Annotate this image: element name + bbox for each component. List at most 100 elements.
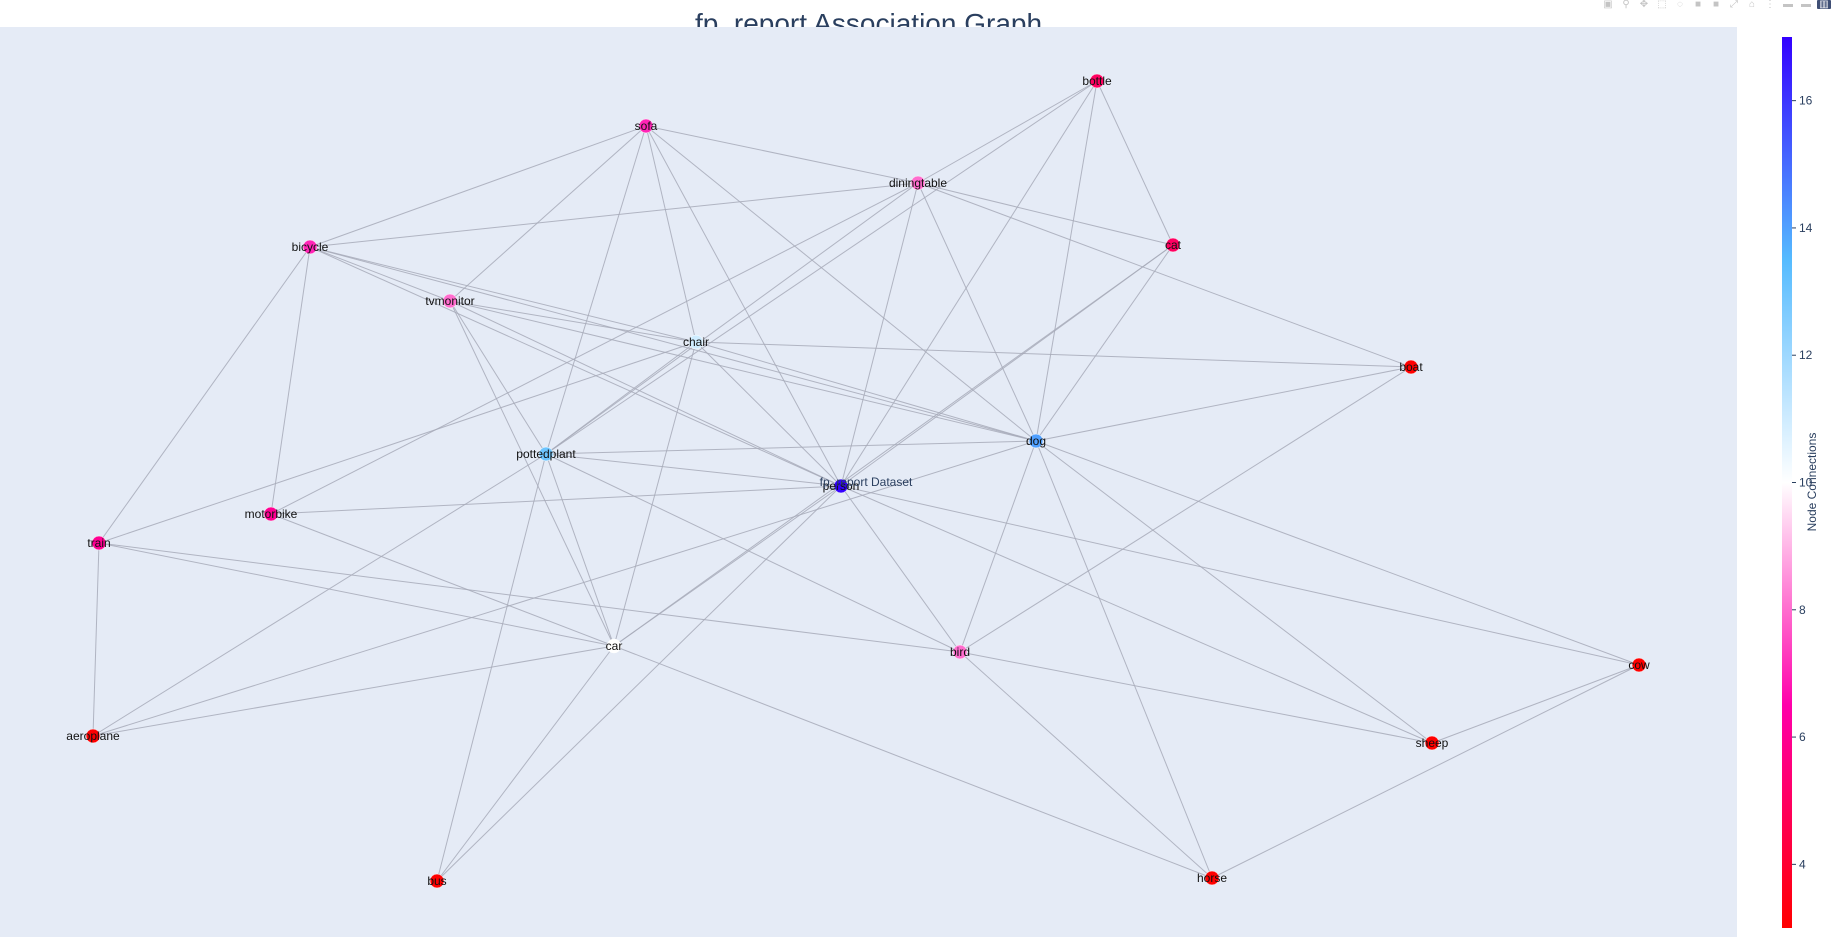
edge-person-sheep [840, 485, 1433, 744]
zoom-icon[interactable]: ⚲ [1622, 0, 1630, 10]
node-aeroplane[interactable]: aeroplane [66, 728, 120, 744]
node-label-car: car [606, 639, 623, 653]
edge-person-bus [436, 485, 842, 882]
node-marker-chair[interactable] [688, 334, 704, 350]
node-label-bus: bus [427, 874, 446, 888]
node-marker-cow[interactable] [1631, 657, 1647, 673]
node-label-bottle: bottle [1082, 74, 1112, 88]
pan-icon[interactable]: ✥ [1639, 0, 1649, 10]
node-tvmonitor[interactable]: tvmonitor [425, 293, 475, 309]
node-label-chair: chair [683, 335, 709, 349]
node-marker-sheep[interactable] [1424, 735, 1440, 751]
edge-car-bus [436, 645, 615, 882]
hover-icon[interactable]: ▬ [1801, 0, 1811, 10]
spike-icon[interactable]: ⋮ [1765, 0, 1775, 10]
dataset-annotation: fp_report Dataset [820, 475, 913, 489]
edge-diningtable-pottedplant [545, 182, 919, 455]
node-marker-pottedplant[interactable] [538, 446, 554, 462]
zoom-out-icon[interactable]: ■ [1712, 0, 1720, 10]
camera-icon[interactable]: ▣ [1603, 0, 1613, 10]
node-boat[interactable]: boat [1399, 359, 1423, 375]
edge-bicycle-dog [309, 246, 1037, 442]
node-marker-cat[interactable] [1165, 237, 1181, 253]
node-label-bird: bird [950, 645, 970, 659]
edges-layer [92, 80, 1640, 882]
node-diningtable[interactable]: diningtable [889, 175, 947, 191]
node-marker-person[interactable] [833, 478, 849, 494]
edge-bird-boat [959, 366, 1412, 653]
edge-dog-bird [959, 440, 1037, 653]
node-dog[interactable]: dog [1026, 433, 1046, 449]
compare-icon[interactable]: ▬ [1783, 0, 1793, 10]
node-label-tvmonitor: tvmonitor [425, 294, 474, 308]
node-label-boat: boat [1399, 360, 1423, 374]
edge-car-aeroplane [92, 645, 615, 737]
plotly-logo[interactable]: ▥ [1817, 0, 1831, 10]
node-bird[interactable]: bird [950, 644, 970, 660]
node-marker-tvmonitor[interactable] [442, 293, 458, 309]
node-motorbike[interactable]: motorbike [245, 506, 298, 522]
edge-tvmonitor-person [449, 300, 842, 487]
node-marker-diningtable[interactable] [910, 175, 926, 191]
edge-tvmonitor-pottedplant [449, 300, 547, 455]
node-bus[interactable]: bus [427, 873, 447, 889]
edge-tvmonitor-dog [449, 300, 1037, 442]
edge-chair-dog [695, 341, 1037, 442]
node-sheep[interactable]: sheep [1416, 735, 1449, 751]
node-marker-aeroplane[interactable] [85, 728, 101, 744]
edge-chair-person [695, 341, 842, 487]
node-train[interactable]: train [87, 535, 111, 551]
box-select-icon[interactable]: ⬚ [1657, 0, 1667, 10]
node-marker-motorbike[interactable] [263, 506, 279, 522]
node-label-aeroplane: aeroplane [66, 729, 120, 743]
node-marker-boat[interactable] [1403, 359, 1419, 375]
node-sofa[interactable]: sofa [635, 118, 658, 134]
edge-diningtable-motorbike [270, 182, 919, 515]
node-marker-bicycle[interactable] [302, 239, 318, 255]
edge-sofa-bicycle [309, 125, 647, 248]
edge-diningtable-boat [917, 182, 1412, 368]
edge-bird-horse [959, 651, 1213, 879]
node-pottedplant[interactable]: pottedplant [516, 446, 576, 462]
node-horse[interactable]: horse [1197, 870, 1227, 886]
node-label-sofa: sofa [635, 119, 658, 133]
edge-pottedplant-aeroplane [92, 453, 547, 737]
edge-train-bird [98, 542, 961, 653]
node-bicycle[interactable]: bicycle [292, 239, 329, 255]
node-cow[interactable]: cow [1628, 657, 1650, 673]
node-label-motorbike: motorbike [245, 507, 298, 521]
node-marker-dog[interactable] [1028, 433, 1044, 449]
edge-train-car [98, 542, 615, 647]
edge-cow-horse [1211, 664, 1640, 879]
colorbar-gradient [1782, 37, 1792, 928]
node-marker-car[interactable] [606, 638, 622, 654]
node-bottle[interactable]: bottle [1082, 73, 1112, 89]
edge-cat-car [613, 244, 1174, 647]
modebar: ▣ ⚲ ✥ ⬚ ◌ ■ ■ ⤢ ⌂ ⋮ ▬ ▬ ▥ [1601, 0, 1831, 10]
edge-person-bird [840, 485, 961, 653]
node-marker-horse[interactable] [1204, 870, 1220, 886]
node-marker-bus[interactable] [429, 873, 445, 889]
edge-bicycle-motorbike [270, 246, 311, 515]
edge-bottle-person [840, 80, 1098, 487]
node-marker-train[interactable] [91, 535, 107, 551]
edge-dog-aeroplane [92, 440, 1037, 737]
node-marker-sofa[interactable] [638, 118, 654, 134]
autoscale-icon[interactable]: ⤢ [1730, 0, 1738, 10]
edge-bottle-diningtable [917, 80, 1098, 184]
zoom-in-icon[interactable]: ■ [1694, 0, 1702, 10]
node-chair[interactable]: chair [683, 334, 709, 350]
node-marker-bottle[interactable] [1089, 73, 1105, 89]
edge-car-horse [613, 645, 1213, 879]
reset-icon[interactable]: ⌂ [1748, 0, 1756, 10]
colorbar-tick-label: 14 [1799, 221, 1813, 235]
edge-diningtable-cat [917, 182, 1174, 246]
edge-sofa-person [645, 125, 842, 487]
node-person[interactable]: person [823, 478, 860, 494]
plot-area[interactable] [0, 27, 1737, 937]
node-marker-bird[interactable] [952, 644, 968, 660]
node-car[interactable]: car [606, 638, 623, 654]
lasso-icon[interactable]: ◌ [1677, 0, 1683, 10]
edge-diningtable-bicycle [309, 182, 919, 248]
node-cat[interactable]: cat [1165, 237, 1182, 253]
